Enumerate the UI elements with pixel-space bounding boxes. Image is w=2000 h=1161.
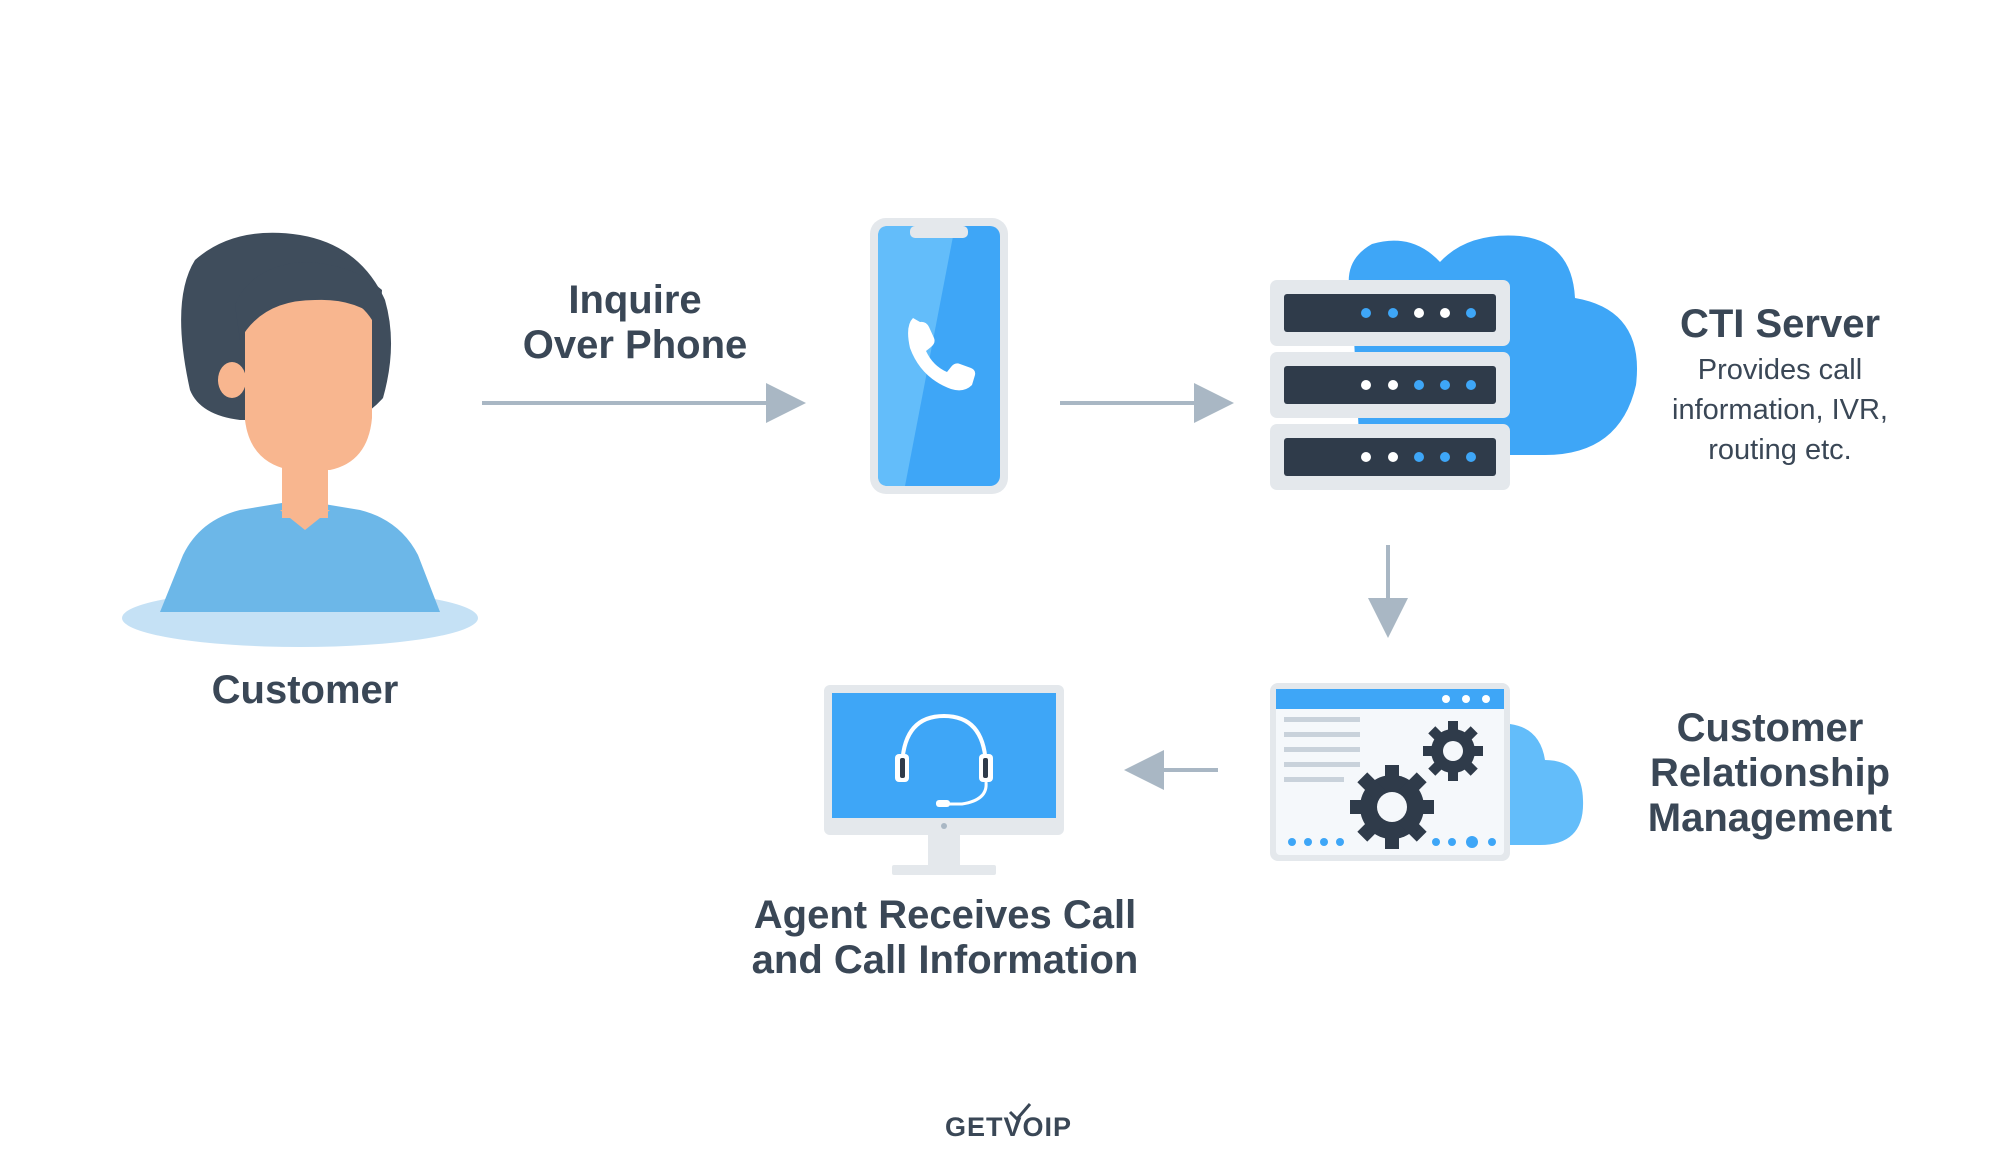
agent-label: Agent Receives Call and Call Information <box>725 893 1165 983</box>
crm-gear-large-icon <box>1350 765 1434 849</box>
inquire-line-2: Over Phone <box>522 322 748 367</box>
cti-title-text: CTI Server <box>1679 302 1881 346</box>
brand-logo-text: GETVOIP <box>945 1112 1073 1142</box>
cti-server-description: Provides call information, IVR, routing … <box>1630 350 1930 470</box>
customer-ear <box>218 362 246 398</box>
phone-handset-icon <box>908 318 976 391</box>
customer-hair-fringe <box>235 262 382 340</box>
crm-gear-small-icon <box>1423 721 1483 781</box>
brand-check-icon <box>1008 1103 1032 1122</box>
cti-server-title: CTI Server <box>1630 302 1930 347</box>
inquire-line-1: Inquire <box>568 278 702 322</box>
brand-logo: GETVOIP <box>945 1112 1072 1143</box>
cti-server-icon <box>1270 235 1638 490</box>
server-rack-3 <box>1270 424 1510 490</box>
inquire-label: Inquire Over Phone <box>480 278 790 368</box>
cti-desc-line-3: routing etc. <box>1708 434 1852 467</box>
cti-desc-line-1: Provides call <box>1697 354 1863 386</box>
agent-line-2: and Call Information <box>751 937 1139 982</box>
customer-label: Customer <box>160 668 450 713</box>
crm-line-3: Management <box>1647 795 1893 840</box>
customer-label-text: Customer <box>211 668 399 712</box>
server-rack-1 <box>1270 280 1510 346</box>
customer-face <box>245 289 372 470</box>
customer-avatar-icon <box>122 232 478 647</box>
headset-icon <box>895 713 993 807</box>
customer-shirt <box>160 500 440 612</box>
cti-desc-line-2: information, IVR, <box>1672 394 1888 427</box>
crm-line-2: Relationship <box>1649 750 1891 795</box>
crm-line-1: Customer <box>1676 706 1864 750</box>
server-rack-2 <box>1270 352 1510 418</box>
smartphone-icon <box>870 218 1008 494</box>
agent-line-1: Agent Receives Call <box>753 893 1137 937</box>
crm-label: Customer Relationship Management <box>1610 706 1930 840</box>
crm-window-icon <box>1270 683 1584 861</box>
agent-monitor-icon <box>824 685 1064 875</box>
